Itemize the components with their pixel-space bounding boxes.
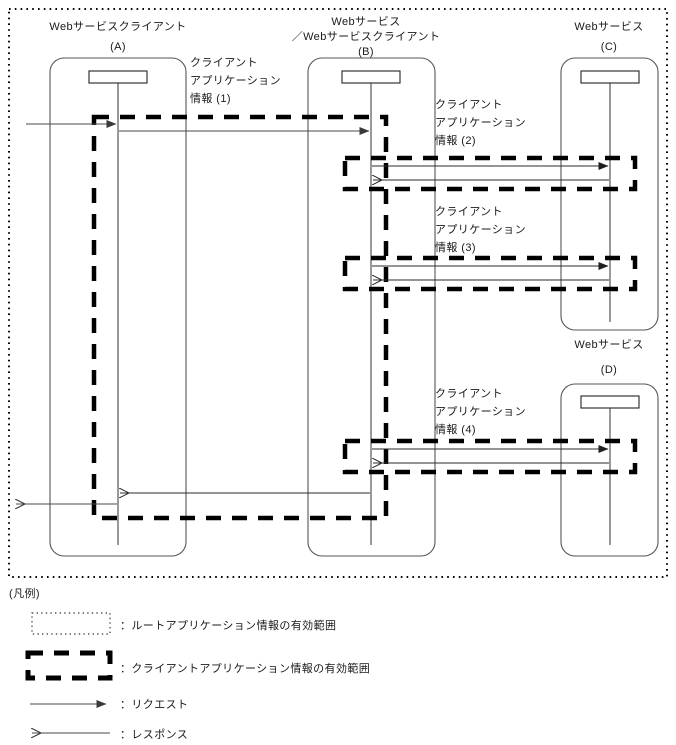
participant-c-label: Webサービス	[574, 20, 643, 33]
scope-label-4-line3: 情報 (4)	[435, 423, 476, 436]
participant-a-label: Webサービスクライアント	[49, 20, 186, 33]
root-scope-boundary	[8, 8, 668, 578]
legend-label-2: ：リクエスト	[120, 698, 188, 711]
scope-label-1-line3: 情報 (1)	[190, 92, 231, 105]
scope-label-2-line1: クライアント	[435, 98, 503, 111]
client-scope-4	[342, 438, 638, 475]
participant-b-box	[307, 57, 436, 557]
scope-label-2-line3: 情報 (2)	[435, 134, 476, 147]
scope-label-4-line2: アプリケーション	[435, 405, 526, 418]
legend-heading: (凡例)	[9, 586, 40, 600]
scope-label-2-line2: アプリケーション	[435, 116, 526, 129]
participant-a-bar	[88, 70, 148, 84]
participant-d-tag: (D)	[601, 364, 617, 376]
scope-label-1: クライアント アプリケーション 情報 (1)	[190, 56, 281, 105]
legend: (凡例) ：ルートアプリケーション情報の有効範囲 ：クライアントアプリケーション…	[9, 586, 370, 741]
participant-c-bar	[580, 70, 640, 84]
scope-label-3-line1: クライアント	[435, 205, 503, 218]
participant-c	[560, 57, 659, 331]
participant-d-label: Webサービス	[574, 338, 643, 351]
participant-d-bar	[580, 395, 640, 409]
participant-b-tag: (B)	[358, 46, 374, 58]
participant-a-tag: (A)	[110, 41, 126, 53]
scope-label-1-line2: アプリケーション	[190, 74, 281, 87]
participant-a	[49, 57, 187, 557]
legend-label-1: ：クライアントアプリケーション情報の有効範囲	[120, 661, 370, 675]
scope-label-4: クライアント アプリケーション 情報 (4)	[435, 387, 526, 436]
scope-label-2: クライアント アプリケーション 情報 (2)	[435, 98, 526, 147]
participant-b-bar	[341, 70, 401, 84]
client-scope-2	[342, 155, 638, 192]
legend-label-0: ：ルートアプリケーション情報の有効範囲	[120, 618, 336, 632]
client-scope-3	[342, 255, 638, 292]
participant-b-label-line2: ／Webサービスクライアント	[292, 30, 441, 43]
participant-c-box	[560, 57, 659, 331]
participant-b-label-line1: Webサービス	[331, 15, 400, 28]
participant-c-tag: (C)	[601, 41, 617, 53]
client-scope-1	[91, 114, 389, 521]
scope-label-4-line1: クライアント	[435, 387, 503, 400]
legend-symbol-dashed-rectangle	[25, 650, 113, 681]
legend-label-3: ：レスポンス	[120, 728, 188, 741]
scope-label-1-line1: クライアント	[190, 56, 258, 69]
legend-symbol-dotted-rectangle	[31, 612, 111, 635]
scope-label-3: クライアント アプリケーション 情報 (3)	[435, 205, 526, 254]
scope-label-3-line3: 情報 (3)	[435, 241, 476, 254]
participant-a-box	[49, 57, 187, 557]
scope-label-3-line2: アプリケーション	[435, 223, 526, 236]
participant-b	[307, 57, 436, 557]
